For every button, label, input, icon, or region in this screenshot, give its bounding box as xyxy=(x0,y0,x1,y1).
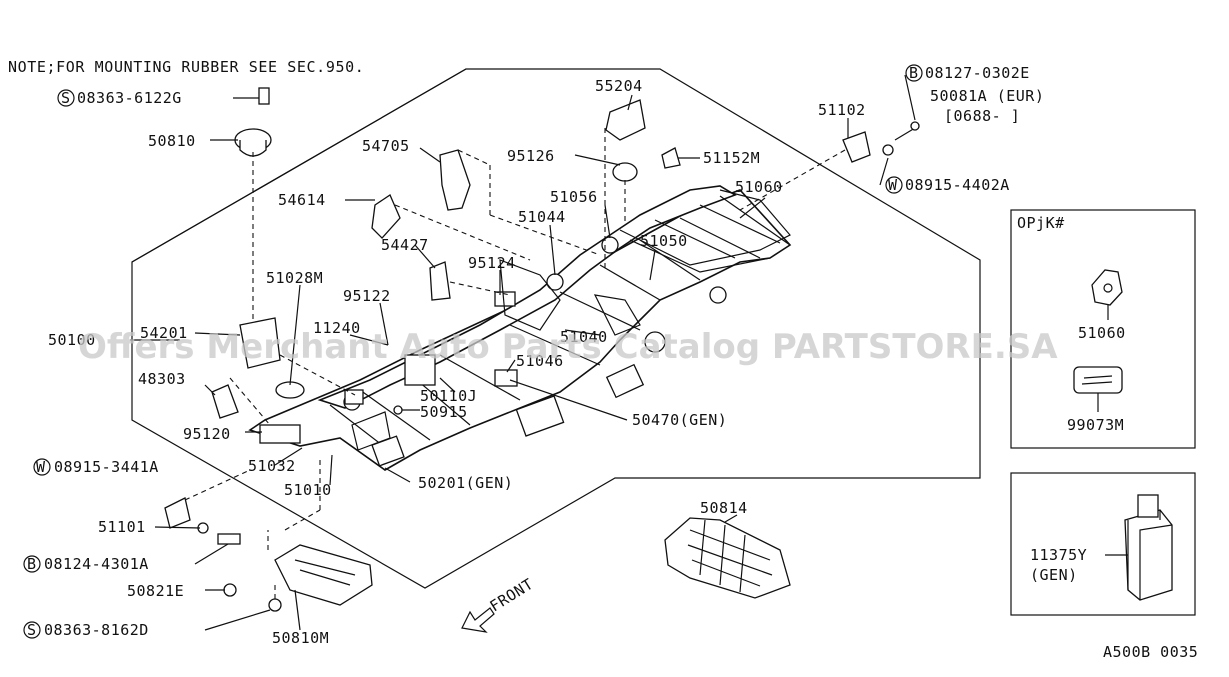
inset-part-note: (GEN) xyxy=(1030,566,1078,584)
dashed-guides xyxy=(184,128,846,600)
part-label: 51056 xyxy=(550,188,598,206)
inset-title: OPjK# xyxy=(1017,214,1065,232)
part-label: 08127-0302E xyxy=(925,64,1030,82)
symbol-s-2: S xyxy=(27,621,37,639)
washer-symbol-w xyxy=(885,176,903,194)
symbol-w-2: W xyxy=(36,458,46,476)
part-label: 08363-8162D xyxy=(44,621,149,639)
part-label: 50081A (EUR) xyxy=(930,87,1044,105)
part-label: 95124 xyxy=(468,254,516,272)
symbol-w-1: W xyxy=(888,176,898,194)
part-label: 95120 xyxy=(183,425,231,443)
front-direction-arrow: FRONT xyxy=(461,575,537,633)
symbol-b-2: B xyxy=(27,555,37,573)
bolt-symbol-b xyxy=(23,555,41,573)
part-label: 08124-4301A xyxy=(44,555,149,573)
part-label: 08363-6122G xyxy=(77,89,182,107)
inset-battery-panel: 11375Y (GEN) xyxy=(1010,472,1196,616)
part-label: 55204 xyxy=(595,77,643,95)
fastener-symbols: S B W W B S xyxy=(23,64,923,639)
part-label: 51152M xyxy=(703,149,760,167)
part-label: 50100 xyxy=(48,331,96,349)
part-label: 95122 xyxy=(343,287,391,305)
inset-part-label: 99073M xyxy=(1067,416,1124,434)
part-label: 51060 xyxy=(735,178,783,196)
part-label: 54427 xyxy=(381,236,429,254)
part-label: 51101 xyxy=(98,518,146,536)
inset-part-label: 11375Y xyxy=(1030,546,1087,564)
part-label: 48303 xyxy=(138,370,186,388)
part-label: 54201 xyxy=(140,324,188,342)
leader-lines xyxy=(130,74,916,631)
part-label: 50810 xyxy=(148,132,196,150)
part-label: 50201(GEN) xyxy=(418,474,513,492)
screw-symbol-s xyxy=(57,89,75,107)
part-label: 50814 xyxy=(700,499,748,517)
diagram-code: A500B 0035 xyxy=(1103,643,1198,661)
part-label: 11240 xyxy=(313,319,361,337)
part-label: 51102 xyxy=(818,101,866,119)
part-label: 54614 xyxy=(278,191,326,209)
watermark-text: Offers Merchant Auto Parts Catalog PARTS… xyxy=(78,327,1058,367)
part-label: 51028M xyxy=(266,269,323,287)
bolt-symbol-b xyxy=(905,64,923,82)
part-label: 51046 xyxy=(516,352,564,370)
inset-part-label: 51060 xyxy=(1078,324,1126,342)
part-label: 51050 xyxy=(640,232,688,250)
part-label: 95126 xyxy=(507,147,555,165)
part-label: 50821E xyxy=(127,582,184,600)
part-label: 50810M xyxy=(272,629,329,647)
board-edge xyxy=(131,68,467,263)
part-label: 08915-4402A xyxy=(905,176,1010,194)
washer-symbol-w xyxy=(33,458,51,476)
part-label: 51010 xyxy=(284,481,332,499)
part-label: 51040 xyxy=(560,328,608,346)
part-label: [0688- ] xyxy=(944,107,1020,125)
part-label: 54705 xyxy=(362,137,410,155)
inset-option-panel: OPjK# 51060 99073M xyxy=(1010,209,1196,449)
screw-symbol-s xyxy=(23,621,41,639)
bracket-parts xyxy=(164,87,920,612)
part-label: 08915-3441A xyxy=(54,458,159,476)
ladder-frame-assembly xyxy=(248,185,792,471)
part-label: 50470(GEN) xyxy=(632,411,727,429)
part-label: 50915 xyxy=(420,403,468,421)
part-label: 50110J xyxy=(420,387,477,405)
part-number-labels: 08363-6122G 50810 54705 54614 54427 5102… xyxy=(44,64,1044,647)
diagram-board-outline xyxy=(131,68,981,589)
part-label: 51032 xyxy=(248,457,296,475)
mounting-rubber-note: NOTE;FOR MOUNTING RUBBER SEE SEC.950. xyxy=(8,58,364,76)
front-label: FRONT xyxy=(487,575,537,616)
symbol-s-1: S xyxy=(61,89,71,107)
symbol-b-1: B xyxy=(909,64,919,82)
part-label: 51044 xyxy=(518,208,566,226)
